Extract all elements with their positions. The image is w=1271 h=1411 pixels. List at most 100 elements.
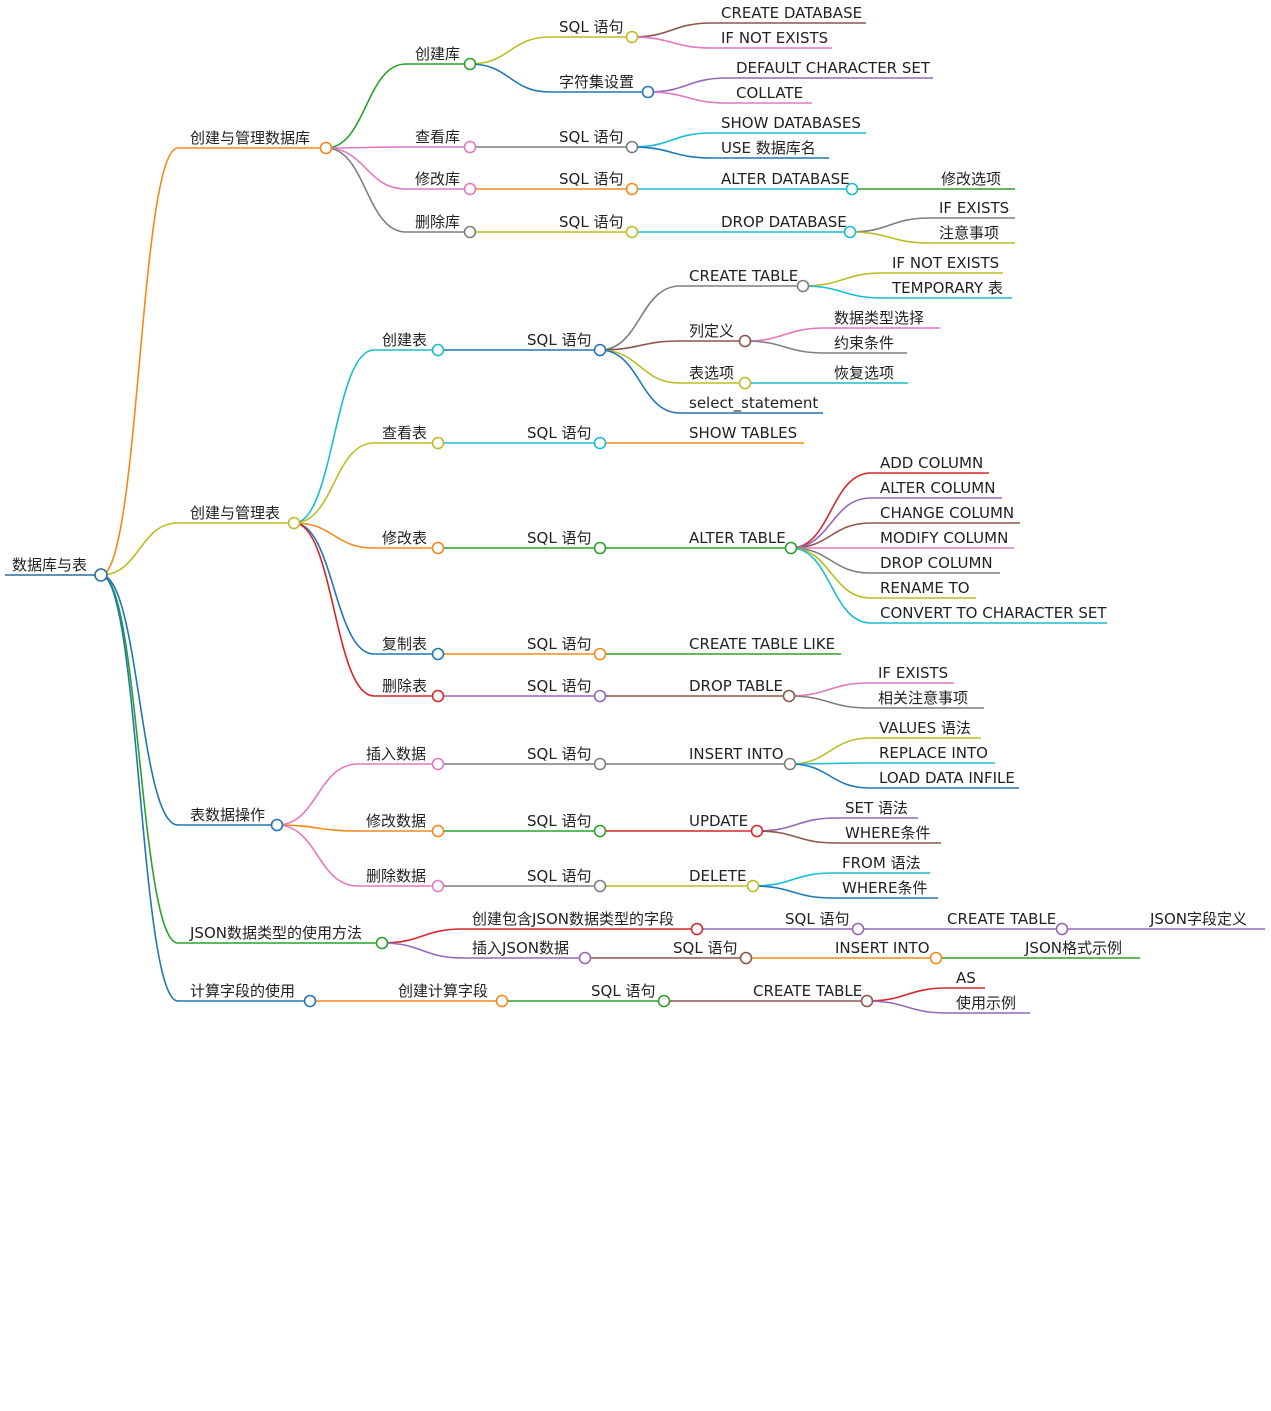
edge-tb_alter_2 [790,497,872,549]
node-label-db_create_sql_a: CREATE DATABASE [721,4,862,22]
node-toggle-js_i[interactable] [578,951,592,965]
node-toggle-db_drop_stmt[interactable] [843,225,857,239]
node-toggle-tb_copy_sql[interactable] [593,647,607,661]
node-toggle-tb_drop[interactable] [431,689,445,703]
node-label-dt_del_stmt: DELETE [689,867,747,885]
node-toggle-dt_del_stmt[interactable] [746,879,760,893]
node-toggle-tb_create_sql[interactable] [593,343,607,357]
edge-tb_alter_5 [790,547,872,574]
node-toggle-tb_drop_stmt[interactable] [782,689,796,703]
node-label-db_drop_b: 注意事项 [939,224,999,242]
node-toggle-db_create_sql[interactable] [625,30,639,44]
node-toggle-db_drop_sql[interactable] [625,225,639,239]
node-toggle-cf[interactable] [303,994,317,1008]
edge-tb_alter_1 [790,472,872,549]
node-label-cf_c_sql: SQL 语句 [591,982,655,1000]
node-toggle-tb_create_opt[interactable] [738,376,752,390]
node-toggle-cf_c_stmt[interactable] [860,994,874,1008]
node-toggle-js_c_sql[interactable] [851,922,865,936]
node-toggle-db_alter[interactable] [463,182,477,196]
edge-dt_ins_c [789,763,871,789]
edge-db_create_charset_b [647,91,728,104]
node-toggle-tb_create_ct[interactable] [796,279,810,293]
node-toggle-db_alter_stmt[interactable] [845,182,859,196]
node-label-tb_drop_a: IF EXISTS [878,664,948,682]
edge-tb_view [293,442,375,524]
node-label-dt_upd_b: WHERE条件 [845,824,931,842]
node-toggle-tb_create_col[interactable] [738,334,752,348]
node-label-tb_alter_5: DROP COLUMN [880,554,993,572]
node-toggle-js_c_stmt[interactable] [1055,922,1069,936]
node-toggle-cf_c_sql[interactable] [657,994,671,1008]
node-toggle-db_view[interactable] [463,140,477,154]
node-toggle-dt_ins_sql[interactable] [593,757,607,771]
node-toggle-tb_alter_stmt[interactable] [784,541,798,555]
node-toggle-tb_alter[interactable] [431,541,445,555]
node-toggle-dt_upd_stmt[interactable] [750,824,764,838]
node-label-db_drop_sql: SQL 语句 [559,213,623,231]
edge-db_create_sql [469,36,551,65]
edge-db_create_sql_a [631,22,713,38]
node-toggle-js_i_sql[interactable] [739,951,753,965]
edge-cf [100,574,179,1002]
node-label-js_c_stmt: CREATE TABLE [947,910,1056,928]
node-label-cf_c_b: 使用示例 [956,994,1016,1012]
node-toggle-db_alter_sql[interactable] [625,182,639,196]
edge-db_drop [325,147,407,233]
edge-dt_del_a [752,872,834,887]
node-label-tb_create_ct_a: IF NOT EXISTS [892,254,999,272]
node-toggle-db_view_sql[interactable] [625,140,639,154]
node-toggle-db[interactable] [319,141,333,155]
node-label-tb_alter_sql: SQL 语句 [527,529,591,547]
node-label-dt_ins_sql: SQL 语句 [527,745,591,763]
node-label-tb_copy_stmt: CREATE TABLE LIKE [689,635,835,653]
node-label-tb_create: 创建表 [382,331,427,349]
node-toggle-dt_del[interactable] [431,879,445,893]
node-toggle-root[interactable] [94,568,108,582]
edges [100,22,1069,1014]
edge-tb_alter_3 [790,522,872,549]
node-label-dt_upd_sql: SQL 语句 [527,812,591,830]
node-toggle-tb_view_sql[interactable] [593,436,607,450]
edge-dt_ins_a [789,737,871,765]
node-label-tb_alter_1: ADD COLUMN [880,454,983,472]
node-label-js_i_sql: SQL 语句 [673,939,737,957]
node-label-tb_alter_3: CHANGE COLUMN [880,504,1014,522]
node-toggle-dt[interactable] [270,818,284,832]
underlines [5,22,1265,1014]
node-toggle-dt_upd_sql[interactable] [593,824,607,838]
node-toggle-tb_create[interactable] [431,343,445,357]
node-toggle-js_i_stmt[interactable] [929,951,943,965]
node-label-tb_drop_b: 相关注意事项 [878,689,968,707]
edge-tb [100,522,179,576]
edge-tb_create_ct_a [802,272,884,287]
node-toggle-tb[interactable] [287,516,301,530]
node-label-tb_alter: 修改表 [382,529,427,547]
node-toggle-dt_ins[interactable] [431,757,445,771]
node-toggle-db_create_charset[interactable] [641,85,655,99]
node-toggle-dt_upd[interactable] [431,824,445,838]
node-label-cf_c: 创建计算字段 [398,982,488,1000]
node-label-tb_create_col_a: 数据类型选择 [834,309,924,327]
node-toggle-tb_drop_sql[interactable] [593,689,607,703]
node-toggle-dt_ins_stmt[interactable] [783,757,797,771]
node-toggle-tb_copy[interactable] [431,647,445,661]
node-label-db_alter: 修改库 [415,170,460,188]
node-toggle-cf_c[interactable] [495,994,509,1008]
edge-cf_c_a [866,987,948,1002]
node-toggle-db_drop[interactable] [463,225,477,239]
node-toggle-tb_view[interactable] [431,436,445,450]
node-label-dt_ins_a: VALUES 语法 [879,719,971,737]
node-label-db_drop: 删除库 [415,213,460,231]
node-label-tb_create_col: 列定义 [689,322,734,340]
edge-db_view [325,146,407,149]
node-label-js_i_stmt: INSERT INTO [835,939,930,957]
node-toggle-dt_del_sql[interactable] [593,879,607,893]
edge-dt_ins [276,763,359,826]
node-toggle-js_c[interactable] [690,922,704,936]
node-toggle-js[interactable] [375,936,389,950]
edge-db_create_sql_b [631,36,713,49]
node-toggle-tb_alter_sql[interactable] [593,541,607,555]
node-toggle-db_create[interactable] [463,57,477,71]
